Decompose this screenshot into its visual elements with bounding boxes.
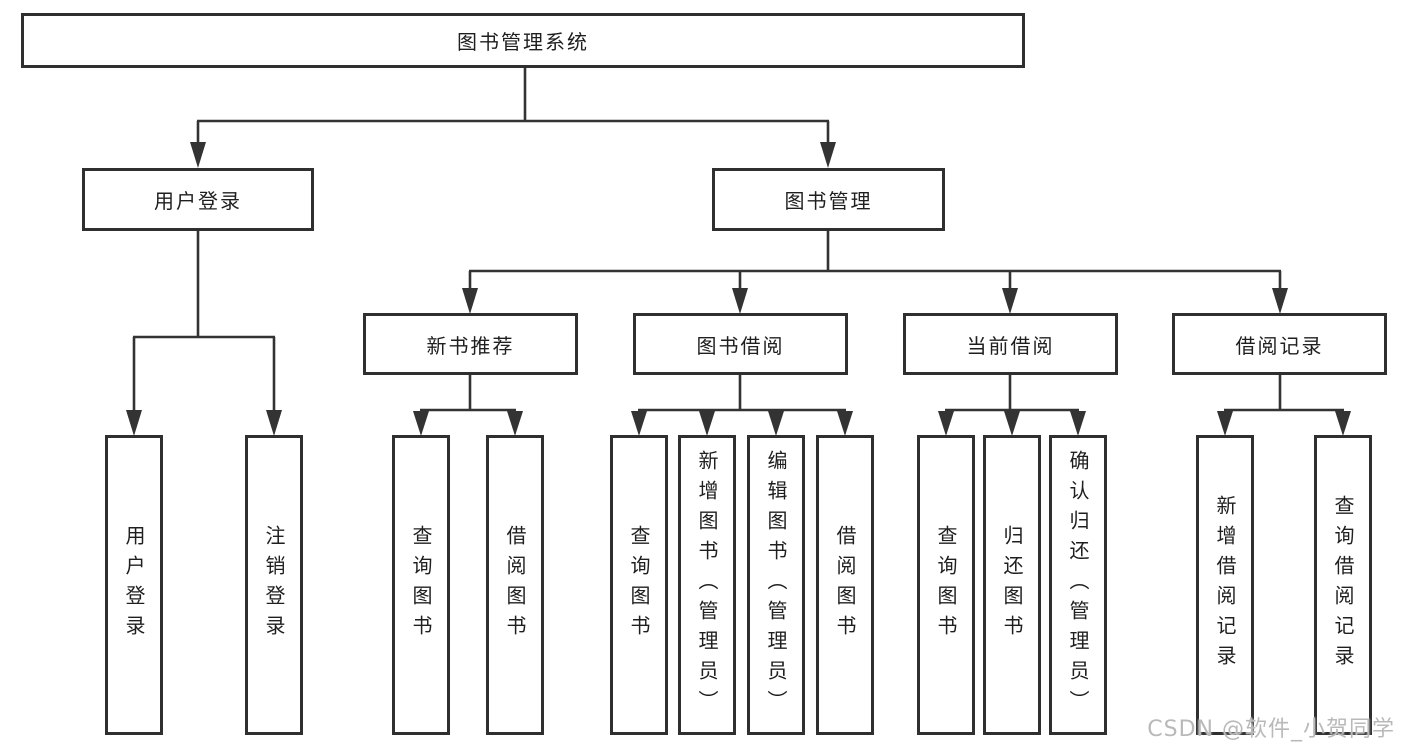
node-current-borrow: 当前借阅 bbox=[903, 313, 1118, 375]
leaf-query-books: 查询图书 bbox=[917, 435, 975, 735]
leaf-label: 查询图书 bbox=[934, 525, 958, 645]
leaf-add-books-admin: 新增图书（管理员） bbox=[678, 435, 736, 735]
leaf-label: 查询借阅记录 bbox=[1331, 495, 1355, 675]
node-new-book-recommend: 新书推荐 bbox=[363, 313, 578, 375]
leaf-query-books: 查询图书 bbox=[392, 435, 450, 735]
leaf-label: 注销登录 bbox=[262, 525, 286, 645]
leaf-label: 新增图书（管理员） bbox=[695, 450, 719, 720]
leaf-add-borrow-record: 新增借阅记录 bbox=[1196, 435, 1254, 735]
leaf-label: 用户登录 bbox=[122, 525, 146, 645]
leaf-query-borrow-record: 查询借阅记录 bbox=[1314, 435, 1372, 735]
node-borrow-records: 借阅记录 bbox=[1172, 313, 1387, 375]
csdn-watermark: CSDN @软件_小贺同学 bbox=[1147, 717, 1395, 742]
leaf-edit-books-admin: 编辑图书（管理员） bbox=[747, 435, 805, 735]
leaf-label: 借阅图书 bbox=[833, 525, 857, 645]
leaf-borrow-books: 借阅图书 bbox=[816, 435, 874, 735]
leaf-return-books: 归还图书 bbox=[983, 435, 1041, 735]
leaf-logout: 注销登录 bbox=[245, 435, 303, 735]
leaf-user-login: 用户登录 bbox=[105, 435, 163, 735]
leaf-label: 查询图书 bbox=[627, 525, 651, 645]
leaf-label: 确认归还（管理员） bbox=[1066, 450, 1090, 720]
node-root-library-system: 图书管理系统 bbox=[21, 13, 1025, 68]
node-user-login: 用户登录 bbox=[82, 168, 314, 231]
leaf-label: 归还图书 bbox=[1000, 525, 1024, 645]
leaf-label: 编辑图书（管理员） bbox=[764, 450, 788, 720]
leaf-confirm-return-admin: 确认归还（管理员） bbox=[1049, 435, 1107, 735]
leaf-label: 借阅图书 bbox=[503, 525, 527, 645]
leaf-label: 查询图书 bbox=[409, 525, 433, 645]
leaf-label: 新增借阅记录 bbox=[1213, 495, 1237, 675]
leaf-query-books: 查询图书 bbox=[610, 435, 668, 735]
node-book-borrow: 图书借阅 bbox=[633, 313, 848, 375]
node-book-management: 图书管理 bbox=[712, 168, 945, 231]
leaf-borrow-books: 借阅图书 bbox=[486, 435, 544, 735]
